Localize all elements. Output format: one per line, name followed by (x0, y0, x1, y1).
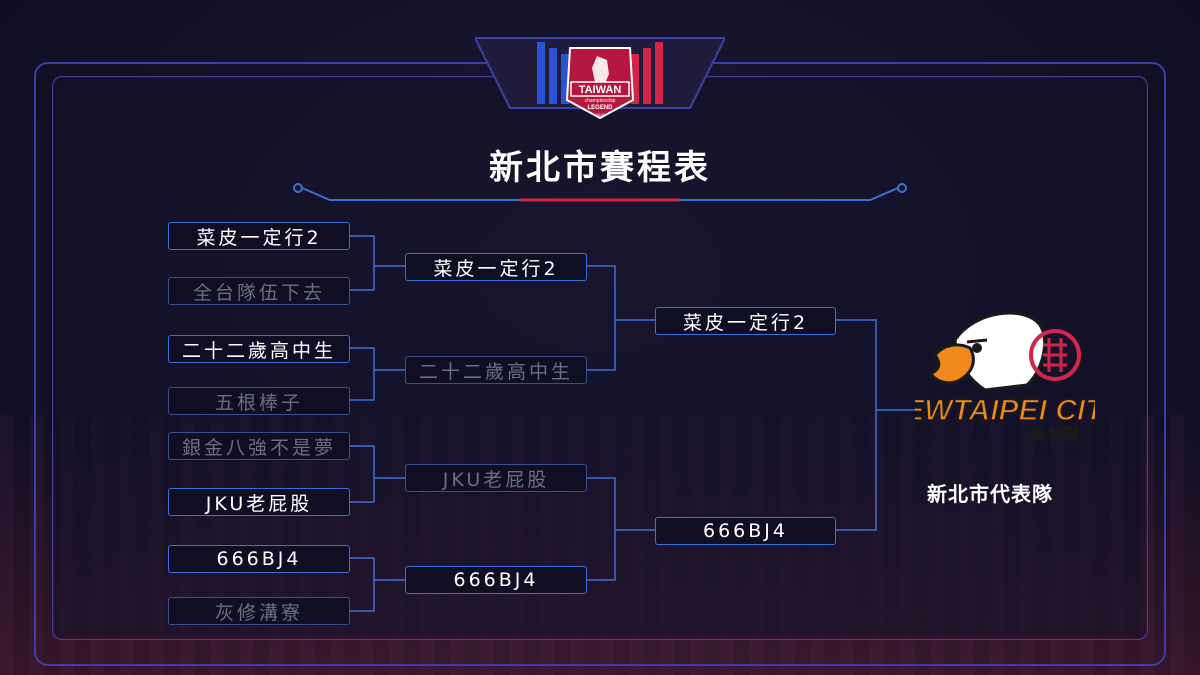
eagle-logo-sub: 新北隊 (1031, 425, 1080, 444)
round2-team-2: 二十二歲高中生 (405, 356, 587, 384)
title-divider (293, 183, 907, 202)
round2-team-4: 666BJ4 (405, 566, 587, 594)
round1-team-2: 全台隊伍下去 (168, 277, 350, 305)
page-title: 新北市賽程表 (489, 148, 711, 188)
logo-name: TAIWAN (579, 84, 622, 96)
round2-team-1: 菜皮一定行2 (405, 253, 587, 281)
round2-team-3: JKU老屁股 (405, 464, 587, 492)
round1-team-1: 菜皮一定行2 (168, 222, 350, 250)
new-taipei-city-logo: NEWTAIPEI CITY 新北隊 (882, 300, 1127, 450)
round1-team-8: 灰修溝寮 (168, 597, 350, 625)
round1-team-7: 666BJ4 (168, 545, 350, 573)
logo-tag: LEGEND (587, 105, 613, 111)
winner-label: 新北市代表隊 (927, 482, 1053, 506)
eagle-logo-text: NEWTAIPEI CITY (915, 394, 1095, 427)
round1-team-5: 銀金八強不是夢 (168, 432, 350, 460)
logo-year: 2018 (596, 112, 606, 117)
logo-sub: championship (585, 98, 616, 104)
tournament-logo: TAIWAN championship LEGEND 2018 (473, 30, 727, 120)
round1-team-4: 五根棒子 (168, 387, 350, 415)
round1-team-3: 二十二歲高中生 (168, 335, 350, 363)
round1-team-6: JKU老屁股 (168, 488, 350, 516)
round3-team-1: 菜皮一定行2 (655, 307, 836, 335)
round3-team-2: 666BJ4 (655, 517, 836, 545)
